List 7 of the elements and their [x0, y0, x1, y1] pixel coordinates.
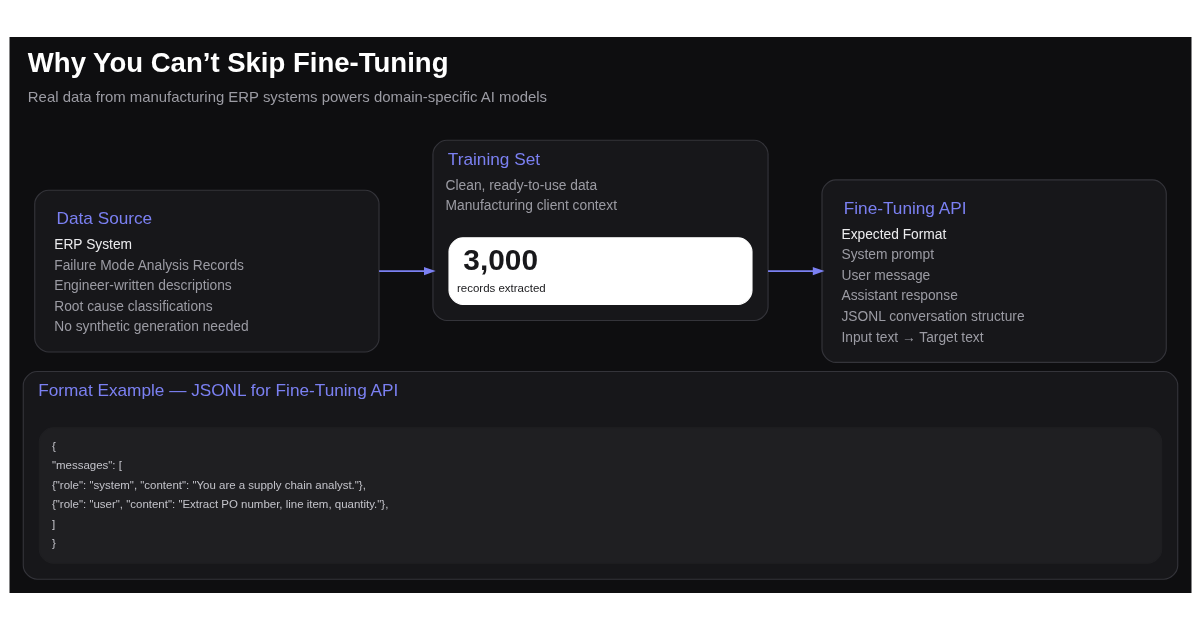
diagram-title: Why You Can’t Skip Fine-Tuning	[27, 46, 448, 78]
node-box: Fine-Tuning API Expected Format System prompt User message Assistant response JSONL conversation structure Input text → Target text	[820, 179, 1167, 363]
node-box: Data Source ERP System Failure Mode Analysis Records Engineer-written descriptions Root cause classifications No synthetic generation needed	[33, 189, 380, 353]
arrow	[377, 267, 436, 276]
node-box: 3,000 records extracted	[447, 237, 753, 305]
caption: Real data from manufacturing ERP systems powers domain-specific AI models	[27, 88, 547, 105]
arrow	[766, 267, 825, 276]
